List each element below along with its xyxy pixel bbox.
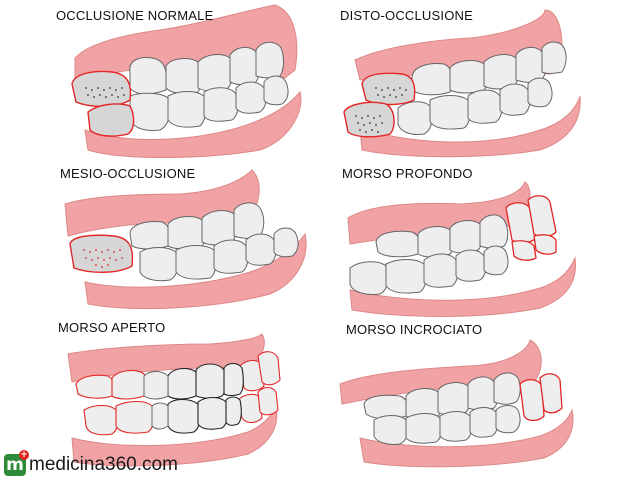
brand-logo[interactable]: m + medicina360.com	[4, 450, 178, 478]
upper-tooth	[449, 60, 489, 94]
panel-title: DISTO-OCCLUSIONE	[340, 8, 473, 23]
lower-tooth	[499, 83, 531, 116]
panel-morso-profondo: MORSO PROFONDO	[320, 160, 640, 320]
logo-cross-icon: +	[19, 450, 29, 460]
molar-highlighted	[69, 234, 134, 273]
front-lower-tooth-highlighted	[533, 234, 557, 255]
upper-tooth	[195, 363, 227, 399]
upper-gum	[67, 333, 265, 383]
front-upper-tooth-highlighted	[257, 351, 281, 386]
upper-tooth	[129, 221, 171, 250]
panel-occlusione-normale: OCCLUSIONE NORMALE	[0, 0, 320, 160]
lower-molar-highlighted	[87, 103, 135, 137]
upper-tooth	[229, 47, 261, 86]
lower-tooth	[245, 233, 277, 266]
upper-tooth	[449, 220, 484, 254]
panel-title: MORSO INCROCIATO	[346, 322, 483, 337]
upper-tooth	[515, 47, 547, 83]
lower-tooth	[429, 95, 471, 130]
lower-tooth	[235, 81, 267, 114]
panel-title: MORSO PROFONDO	[342, 166, 473, 181]
upper-tooth	[541, 41, 567, 74]
upper-molar-highlighted	[361, 72, 416, 106]
lower-tooth	[203, 87, 239, 122]
lower-tooth	[225, 396, 242, 426]
upper-tooth	[129, 57, 168, 95]
upper-tooth	[233, 202, 265, 239]
upper-tooth	[255, 41, 284, 79]
open-bite-illustration	[67, 333, 281, 467]
upper-tooth	[437, 382, 472, 416]
logo-text: medicina360.com	[29, 454, 178, 475]
lower-tooth	[397, 101, 433, 135]
lower-tooth-highlighted	[115, 400, 155, 434]
upper-tooth	[223, 362, 244, 397]
lower-tooth	[273, 227, 299, 258]
lower-tooth	[495, 405, 521, 434]
lower-tooth	[151, 402, 169, 430]
lower-tooth	[385, 259, 427, 294]
panel-title: MESIO-OCCLUSIONE	[60, 166, 196, 181]
lower-tooth-highlighted	[83, 404, 119, 436]
disto-occlusion-illustration	[343, 9, 581, 158]
lower-molar-highlighted	[343, 101, 395, 138]
upper-tooth	[363, 394, 409, 420]
front-lower-tooth-highlighted	[519, 379, 545, 422]
panel-mesio-occlusione: MESIO-OCCLUSIONE	[0, 160, 320, 320]
lower-tooth	[423, 253, 459, 288]
upper-tooth	[167, 216, 207, 250]
lower-tooth	[467, 89, 503, 124]
lower-tooth	[405, 413, 443, 444]
front-lower-tooth-highlighted	[237, 393, 263, 424]
logo-mark-letter: m	[6, 455, 24, 475]
lower-tooth	[197, 396, 229, 430]
upper-tooth-highlighted	[75, 374, 116, 399]
lower-gum	[359, 408, 574, 468]
lower-tooth	[469, 407, 499, 438]
upper-tooth	[411, 63, 453, 96]
lower-tooth	[455, 249, 487, 282]
front-lower-tooth-highlighted	[257, 386, 279, 416]
crossbite-illustration	[339, 339, 574, 468]
front-upper-tooth-highlighted	[239, 359, 265, 392]
lower-tooth	[175, 245, 217, 280]
lower-tooth	[373, 415, 409, 445]
lower-tooth	[349, 261, 389, 295]
lower-tooth	[263, 75, 289, 106]
upper-tooth	[143, 371, 169, 400]
lower-tooth	[139, 247, 179, 282]
lower-gum	[349, 256, 577, 317]
panel-title: OCCLUSIONE NORMALE	[56, 8, 214, 23]
upper-tooth	[375, 230, 421, 258]
logo-mark-icon: m +	[4, 450, 29, 476]
upper-tooth	[165, 58, 203, 95]
normal-occlusion-illustration	[71, 4, 302, 158]
panel-morso-incrociato: MORSO INCROCIATO	[320, 320, 640, 480]
panel-morso-aperto: MORSO APERTO	[0, 320, 320, 480]
lower-gum	[84, 90, 302, 158]
upper-tooth	[417, 226, 455, 258]
deep-bite-illustration	[347, 181, 577, 317]
lower-tooth	[167, 398, 201, 434]
upper-tooth	[467, 376, 499, 411]
panel-title: MORSO APERTO	[58, 320, 166, 335]
lower-tooth	[213, 239, 249, 274]
mesio-occlusion-illustration	[64, 169, 307, 310]
upper-molar-highlighted	[71, 70, 132, 107]
upper-tooth	[479, 214, 509, 249]
lower-tooth	[129, 92, 171, 131]
lower-tooth	[483, 245, 509, 276]
panel-disto-occlusione: DISTO-OCCLUSIONE	[320, 0, 640, 160]
lower-gum	[359, 95, 581, 158]
lower-gum	[84, 232, 307, 310]
lower-tooth	[527, 77, 553, 108]
lower-tooth	[167, 91, 207, 128]
front-lower-tooth-highlighted	[511, 240, 537, 261]
upper-tooth	[197, 54, 234, 92]
upper-tooth	[167, 367, 201, 400]
lower-tooth	[439, 411, 473, 442]
upper-tooth-highlighted	[111, 369, 149, 400]
front-lower-tooth-highlighted	[539, 373, 563, 414]
upper-tooth	[493, 372, 521, 405]
